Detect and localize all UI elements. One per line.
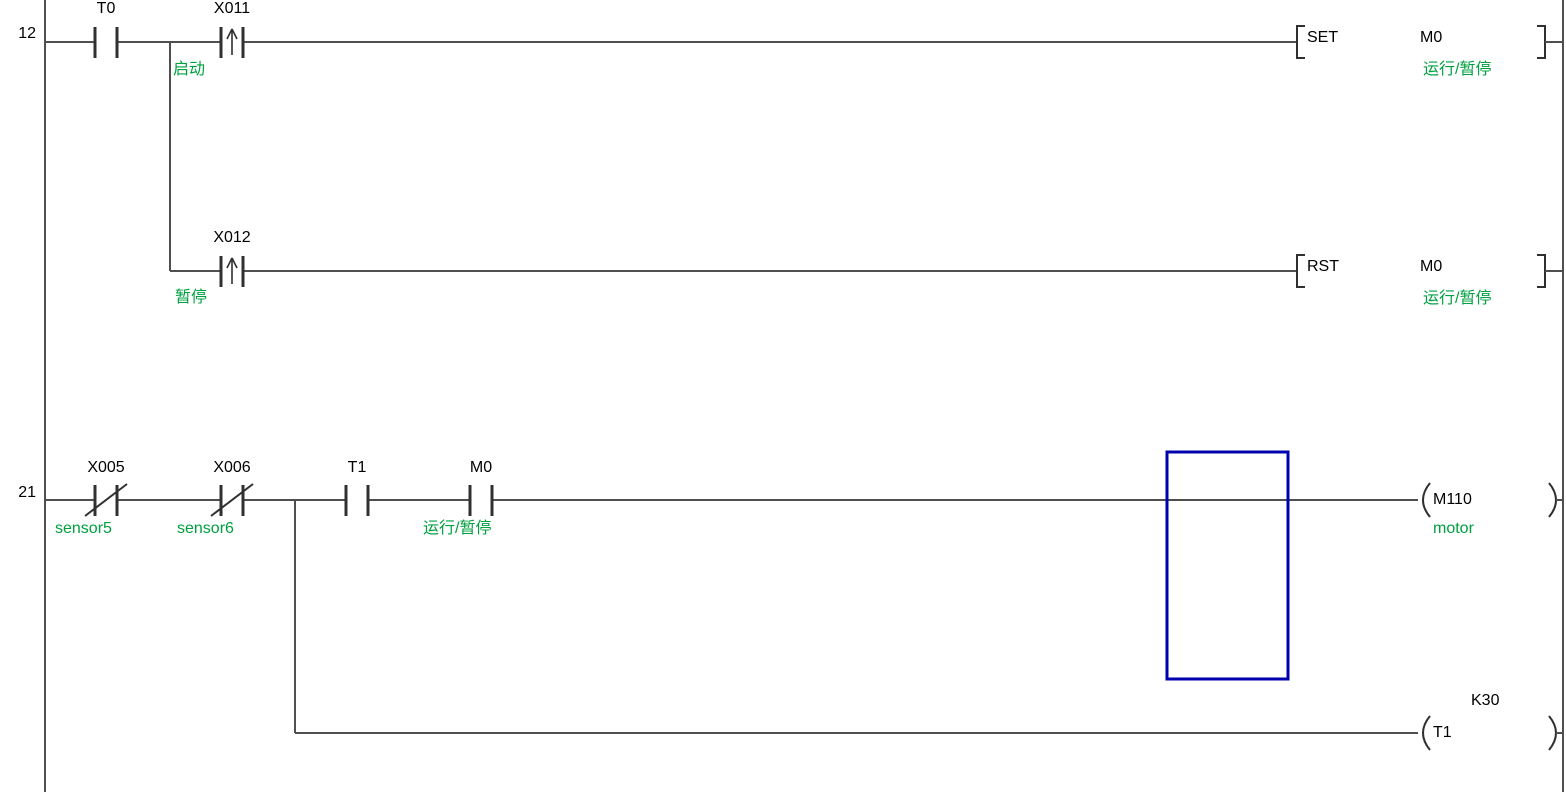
contact-x012-label: X012 (213, 229, 251, 246)
contact-m0-comment: 运行/暂停 (423, 520, 492, 537)
instruction-set-op: SET (1307, 29, 1339, 46)
contact-t0-symbol[interactable] (93, 27, 119, 58)
contact-x005-comment: sensor5 (55, 520, 112, 537)
rung12-wires (46, 41, 1297, 272)
contact-x011-label: X011 (213, 0, 251, 17)
contact-x005-label: X005 (87, 459, 125, 476)
instruction-set-brackets[interactable] (1296, 25, 1562, 59)
contact-m0-label: M0 (469, 459, 493, 476)
contact-t1-label: T1 (347, 459, 367, 476)
contact-x006-label: X006 (213, 459, 251, 476)
contact-x005-nc-symbol[interactable] (84, 483, 128, 517)
instruction-set-comment: 运行/暂停 (1423, 61, 1492, 78)
contact-x012-comment: 暂停 (175, 289, 208, 306)
coil-t1-operand: K30 (1471, 692, 1500, 709)
instruction-rst-op: RST (1307, 258, 1339, 275)
instruction-rst-operand: M0 (1420, 258, 1443, 275)
instruction-set-operand: M0 (1420, 29, 1443, 46)
rung21-wires (46, 499, 1418, 734)
contact-m0-symbol[interactable] (468, 485, 494, 516)
contact-x011-comment: 启动 (173, 61, 206, 78)
rung-number-21: 21 (18, 484, 36, 501)
contact-x006-comment: sensor6 (177, 520, 234, 537)
contact-x011-rising-edge-symbol[interactable] (219, 27, 245, 58)
coil-t1-label: T1 (1433, 724, 1452, 741)
contact-x012-rising-edge-symbol[interactable] (219, 256, 245, 287)
cell-selection-cursor[interactable] (1165, 450, 1290, 681)
rung-number-12: 12 (18, 25, 36, 42)
instruction-rst-comment: 运行/暂停 (1423, 290, 1492, 307)
coil-m110-comment: motor (1433, 520, 1474, 537)
contact-t0-label: T0 (96, 0, 116, 17)
coil-m110-label: M110 (1433, 491, 1472, 508)
coil-m110-symbol[interactable] (1422, 482, 1562, 518)
instruction-rst-brackets[interactable] (1296, 254, 1562, 288)
coil-t1-symbol[interactable] (1422, 715, 1562, 751)
contact-x006-nc-symbol[interactable] (210, 483, 254, 517)
contact-t1-symbol[interactable] (344, 485, 370, 516)
